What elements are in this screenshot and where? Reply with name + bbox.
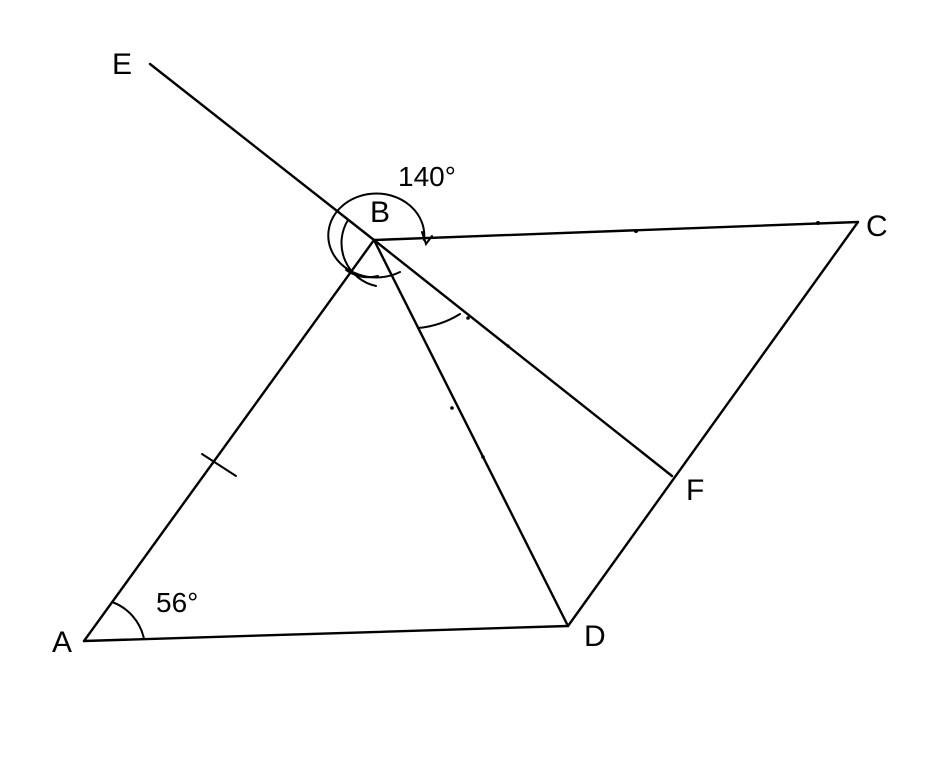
segment-CD bbox=[566, 220, 860, 628]
label-F: F bbox=[686, 474, 704, 507]
angle-arc-B-reflex bbox=[327, 192, 426, 279]
label-C: C bbox=[866, 210, 888, 243]
angle-label-A: 56° bbox=[156, 587, 198, 618]
tick-mark-AB bbox=[201, 453, 237, 477]
label-D: D bbox=[584, 620, 606, 653]
mark-BC-2 bbox=[816, 221, 820, 225]
mark-BF-2 bbox=[506, 344, 510, 348]
angle-label-B: 140° bbox=[398, 161, 456, 192]
segment-BC bbox=[372, 220, 860, 242]
label-A: A bbox=[52, 626, 72, 659]
angle-arc-A bbox=[111, 601, 145, 640]
segment-AB bbox=[82, 238, 376, 643]
label-E: E bbox=[112, 48, 132, 81]
label-B: B bbox=[370, 196, 390, 229]
mark-BD-1 bbox=[450, 406, 454, 410]
angle-arc-B-left bbox=[340, 219, 377, 287]
angle-arc-B-ABD bbox=[345, 269, 379, 279]
mark-BD-2 bbox=[481, 455, 485, 459]
segment-BF bbox=[372, 238, 674, 478]
angle-arc-B-end bbox=[421, 231, 433, 247]
segment-BD bbox=[372, 238, 570, 628]
mark-BC-1 bbox=[634, 229, 638, 233]
angle-arc-DBF bbox=[417, 313, 461, 329]
segment-AD bbox=[82, 624, 570, 643]
mark-BF-1 bbox=[466, 316, 470, 320]
segment-EB bbox=[148, 62, 376, 242]
